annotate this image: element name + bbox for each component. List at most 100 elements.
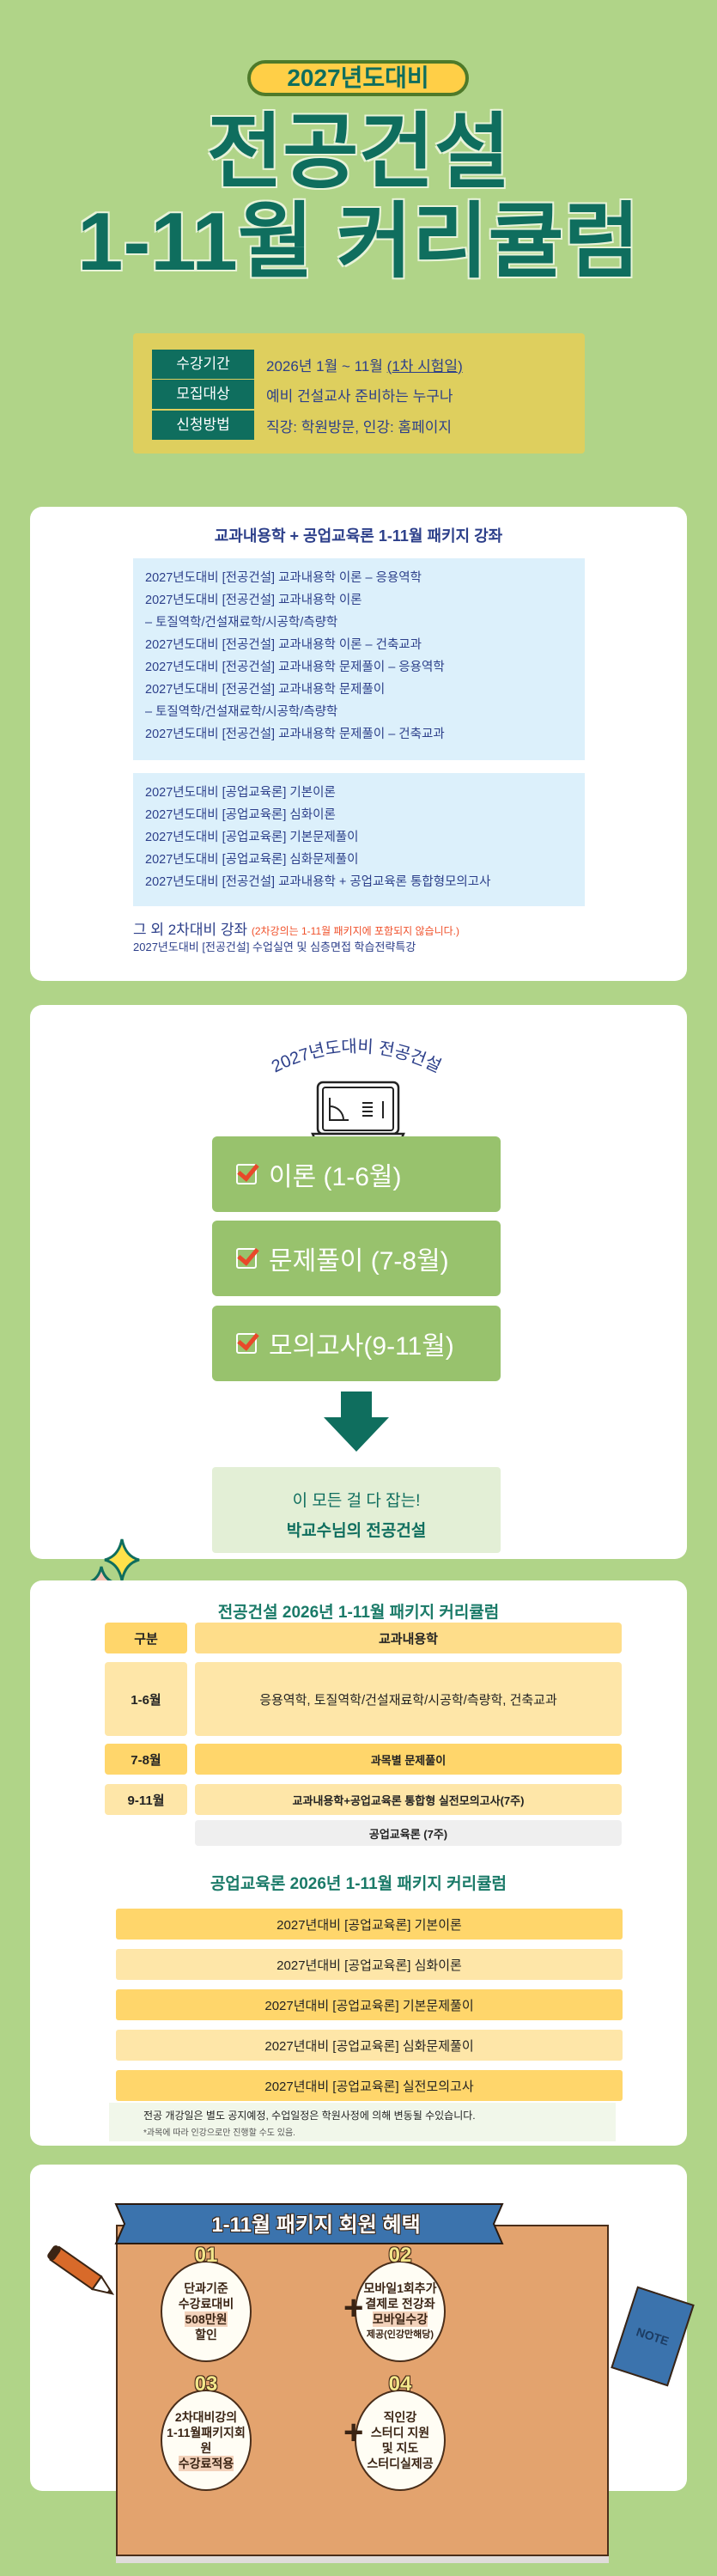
step-label: 문제풀이 (7-8월) xyxy=(269,1247,449,1276)
table-cell-period: 9-11월 xyxy=(105,1784,187,1815)
info-value: 2026년 1월 ~ 11월 (1차 시험일) xyxy=(266,354,463,375)
checkbox-icon xyxy=(236,1248,257,1269)
period-text: 2026년 1월 ~ 11월 xyxy=(266,357,387,375)
info-label: 모집대상 xyxy=(152,380,254,409)
year-badge: 2027년도대비 xyxy=(247,60,469,96)
benefit-line: 결제로 전강좌 xyxy=(365,2297,435,2311)
info-value: 예비 건설교사 준비하는 누구나 xyxy=(266,387,453,405)
list-item: 2027년대비 [공업교육론] 기본이론 xyxy=(116,1909,623,1940)
package-card: 교과내용학 + 공업교육론 1-11월 패키지 강좌 2027년도대비 [전공건… xyxy=(30,507,687,981)
flow-card: 2027년도대비 전공건설 이론 (1-6월) 문제풀이 (7-8월) 모의고사… xyxy=(30,1005,687,1559)
benefit-line: 할인 xyxy=(195,2328,217,2342)
course-item: 2027년도대비 [전공건설] 교과내용학 이론 – 건축교과 xyxy=(145,638,422,652)
step-label: 모의고사(9-11월) xyxy=(269,1332,454,1361)
step-mock-exam: 모의고사(9-11월) xyxy=(212,1306,501,1381)
notice-box: 전공 개강일은 별도 공지예정, 수업일정은 학원사정에 의해 변동될 수있습니… xyxy=(109,2103,616,2141)
ribbon-banner xyxy=(114,2203,504,2244)
plus-icon: + xyxy=(343,2289,364,2327)
course-item: 2027년도대비 [전공건설] 교과내용학 문제풀이 – 응용역학 xyxy=(145,661,445,674)
other-title: 그 외 2차대비 강좌 xyxy=(133,922,248,938)
curriculum-card: 전공건설 2026년 1-11월 패키지 커리큘럼 구분 교과내용학 1-6월 … xyxy=(30,1580,687,2146)
arrow-down-icon xyxy=(324,1392,389,1452)
table-cell-content: 과목별 문제풀이 xyxy=(195,1744,622,1775)
table-header-category: 구분 xyxy=(105,1623,187,1653)
info-row-period: 수강기간 2026년 1월 ~ 11월 (1차 시험일) xyxy=(152,350,463,379)
step-theory: 이론 (1-6월) xyxy=(212,1136,501,1212)
benefit-number: 01 xyxy=(194,2244,218,2267)
table-cell-extra: 공업교육론 (7주) xyxy=(195,1820,622,1846)
benefit-line: 모바일1회추가 xyxy=(363,2281,437,2295)
course-item: 2027년도대비 [전공건설] 교과내용학 이론 – 응용역학 xyxy=(145,571,422,585)
result-box: 이 모든 걸 다 잡는! 박교수님의 전공건설 xyxy=(212,1467,501,1553)
benefit-line: 직인강 xyxy=(383,2410,417,2424)
info-box: 수강기간 2026년 1월 ~ 11월 (1차 시험일) 모집대상 예비 건설교사 … xyxy=(133,333,585,454)
course-item: 2027년도대비 [전공건설] 교과내용학 이론 xyxy=(145,594,362,607)
benefit-number: 02 xyxy=(388,2244,412,2267)
info-label: 수강기간 xyxy=(152,350,254,379)
other-courses-heading: 그 외 2차대비 강좌 (2차강의는 1-11월 패키지에 포함되지 않습니다.… xyxy=(133,917,459,939)
benefit-line: 스터디실제공 xyxy=(367,2457,434,2470)
notebook-icon: NOTE xyxy=(611,2286,695,2387)
other-note: (2차강의는 1-11월 패키지에 포함되지 않습니다.) xyxy=(251,925,459,937)
table-cell-content: 교과내용학+공업교육론 통합형 실전모의고사(7주) xyxy=(195,1784,622,1815)
benefits-title: 1-11월 패키지 회원 혜택 xyxy=(211,2214,421,2237)
course-item: – 토질역학/건설재료학/시공학/측량학 xyxy=(145,616,338,630)
page-title-line1: 전공건설 xyxy=(206,107,511,198)
checkbox-icon xyxy=(236,1333,257,1354)
course-item: 2027년도대비 [공업교육론] 심화이론 xyxy=(145,808,336,822)
benefit-line: 및 지도 xyxy=(381,2441,419,2455)
svg-text:2027년도대비 전공건설: 2027년도대비 전공건설 xyxy=(269,1037,444,1077)
exam-date-text: (1차 시험일) xyxy=(386,357,463,375)
major-course-list: 2027년도대비 [전공건설] 교과내용학 이론 – 응용역학 2027년도대비 … xyxy=(133,558,585,760)
note-label: NOTE xyxy=(635,2324,671,2348)
list-item: 2027년대비 [공업교육론] 심화문제풀이 xyxy=(116,2030,623,2061)
table-header-subject: 교과내용학 xyxy=(195,1623,622,1653)
pencil-icon xyxy=(47,2245,115,2295)
course-item: – 토질역학/건설재료학/시공학/측량학 xyxy=(145,705,338,719)
info-row-target: 모집대상 예비 건설교사 준비하는 누구나 xyxy=(152,380,453,409)
benefit-number: 03 xyxy=(194,2372,218,2396)
plus-icon: + xyxy=(343,2414,364,2451)
checkbox-icon xyxy=(236,1164,257,1184)
course-item: 2027년도대비 [전공건설] 교과내용학 문제풀이 – 건축교과 xyxy=(145,728,445,741)
result-line1: 이 모든 걸 다 잡는! xyxy=(292,1492,421,1510)
info-row-apply: 신청방법 직강: 학원방문, 인강: 홈페이지 xyxy=(152,411,452,440)
other-course-item: 2027년도대비 [전공건설] 수업실연 및 심층면접 학습전략특강 xyxy=(133,941,416,953)
arc-title: 2027년도대비 전공건설 xyxy=(269,1037,444,1077)
course-item: 2027년도대비 [공업교육론] 심화문제풀이 xyxy=(145,853,359,867)
benefit-line: 스터디 지원 xyxy=(370,2426,430,2439)
benefit-highlight: 수강료적용 xyxy=(178,2456,234,2471)
benefit-number: 04 xyxy=(388,2372,412,2396)
education-course-list: 2027년도대비 [공업교육론] 기본이론 2027년도대비 [공업교육론] 심화… xyxy=(133,773,585,906)
table-cell-period: 7-8월 xyxy=(105,1744,187,1775)
benefit-line: 1-11월패키지회원 xyxy=(167,2426,246,2455)
course-item: 2027년도대비 [전공건설] 교과내용학 + 공업교육론 통합형모의고사 xyxy=(145,875,491,889)
benefit-line: 제공(인강만해당) xyxy=(366,2329,434,2340)
table-cell-content: 응용역학, 토질역학/건설재료학/시공학/측량학, 건축교과 xyxy=(195,1662,622,1736)
notice-line1: 전공 개강일은 별도 공지예정, 수업일정은 학원사정에 의해 변동될 수있습니… xyxy=(143,2110,476,2122)
info-label: 신청방법 xyxy=(152,411,254,440)
list-item: 2027년대비 [공업교육론] 심화이론 xyxy=(116,1949,623,1980)
step-label: 이론 (1-6월) xyxy=(269,1163,402,1191)
course-item: 2027년도대비 [공업교육론] 기본이론 xyxy=(145,786,336,800)
package-title: 교과내용학 + 공업교육론 1-11월 패키지 강좌 xyxy=(214,527,503,545)
course-item: 2027년도대비 [전공건설] 교과내용학 문제풀이 xyxy=(145,683,386,697)
step-practice: 문제풀이 (7-8월) xyxy=(212,1221,501,1296)
arc-title-text: 2027년도대비 전공건설 xyxy=(269,1037,444,1077)
curriculum-title2: 공업교육론 2026년 1-11월 패키지 커리큘럼 xyxy=(210,1875,507,1893)
benefit-highlight: 508만원 xyxy=(185,2311,228,2327)
benefit-line: 단과기준 xyxy=(184,2281,228,2295)
list-item: 2027년대비 [공업교육론] 기본문제풀이 xyxy=(116,1989,623,2020)
benefit-line: 수강료대비 xyxy=(178,2297,234,2311)
table-cell-period: 1-6월 xyxy=(105,1662,187,1736)
info-value: 직강: 학원방문, 인강: 홈페이지 xyxy=(266,418,453,435)
notice-line2: *과목에 따라 인강으로만 진행할 수도 있음. xyxy=(143,2128,295,2138)
course-item: 2027년도대비 [공업교육론] 기본문제풀이 xyxy=(145,831,359,844)
page-title-line2: 1-11월 커리큘럼 xyxy=(76,196,641,288)
benefit-line: 2차대비강의 xyxy=(174,2410,238,2424)
list-item: 2027년대비 [공업교육론] 실전모의고사 xyxy=(116,2070,623,2101)
